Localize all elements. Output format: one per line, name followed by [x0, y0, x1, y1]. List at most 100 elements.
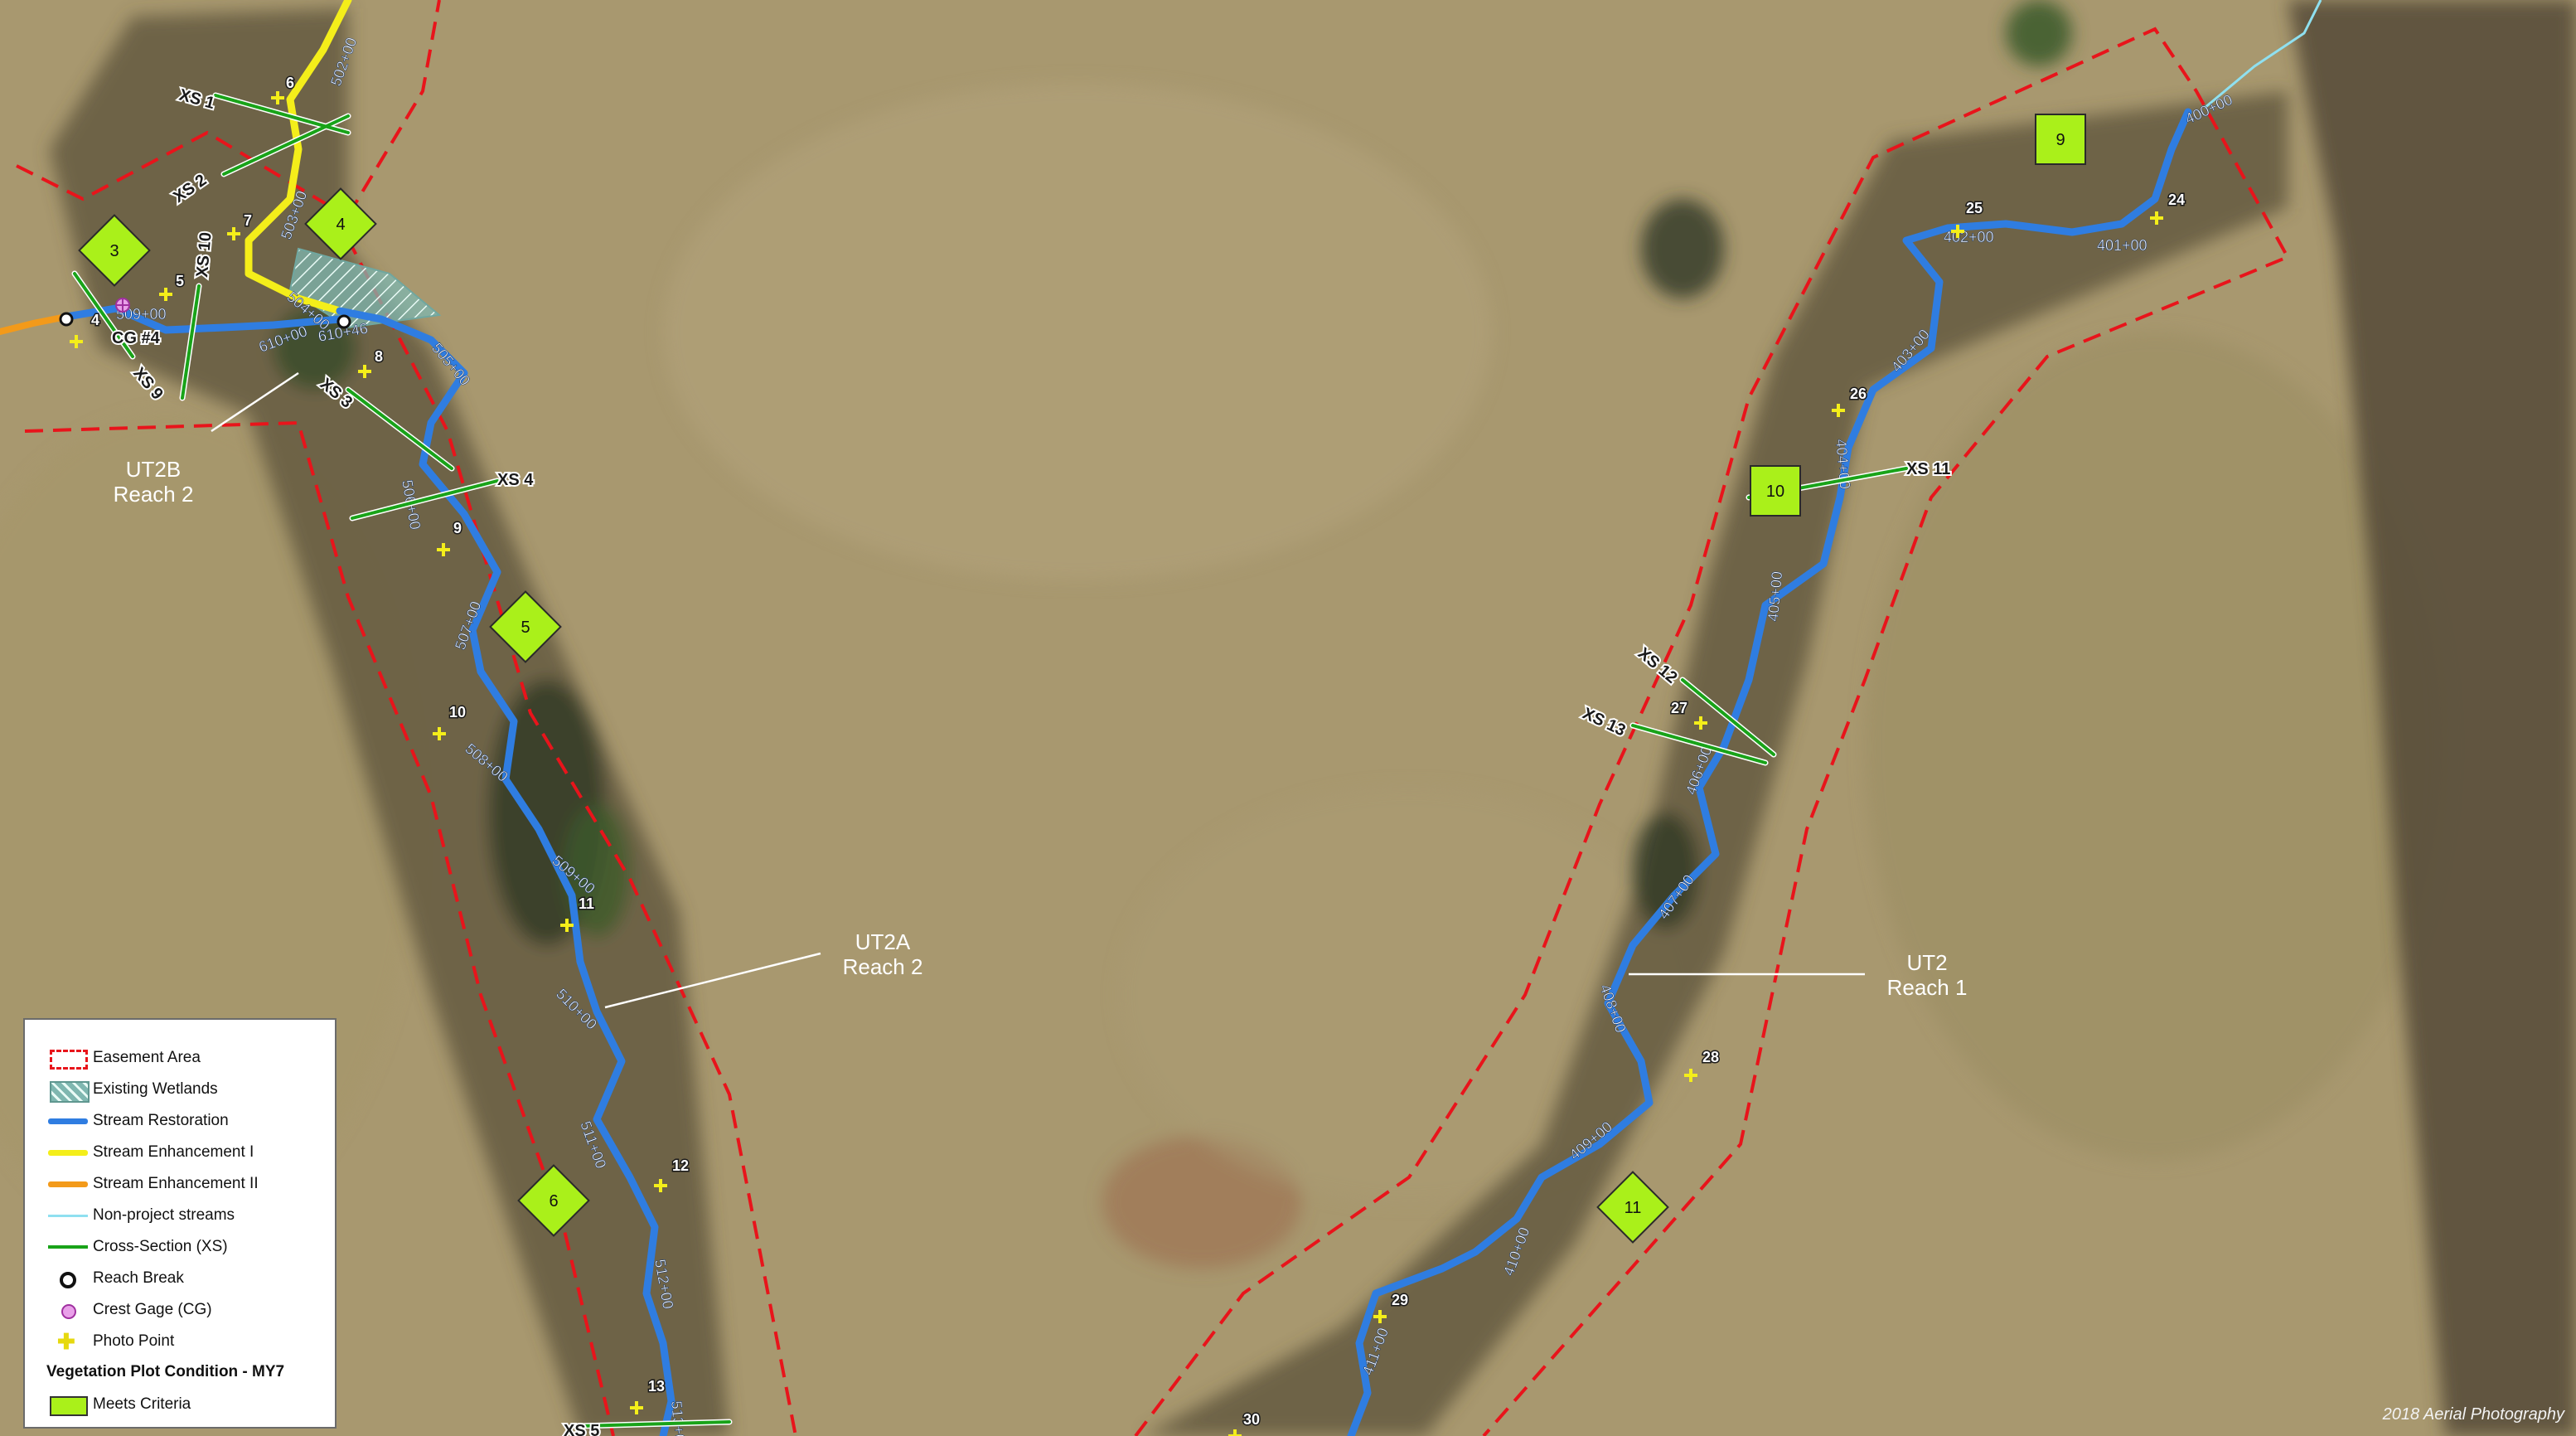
wetlands-symbol — [46, 1078, 90, 1103]
photo-point: 11 — [560, 895, 596, 932]
photo-point-icon — [2150, 211, 2163, 225]
vegetation-plot-box — [517, 1164, 590, 1237]
reach-break-symbol — [46, 1267, 88, 1290]
photo-point-icon — [159, 288, 172, 301]
photo-point-icon — [1951, 225, 1964, 238]
photo-point: 10 — [433, 703, 467, 740]
enhancement-1-symbol — [46, 1141, 88, 1164]
vegetation-plot-label: 3 — [109, 242, 119, 260]
photo-point-icon — [630, 1401, 643, 1414]
station-label: 509+00 — [116, 306, 167, 323]
vegetation-plot: 3 — [78, 214, 151, 287]
legend-item-meets-criteria: Meets Criteria — [46, 1391, 191, 1418]
restoration-symbol — [46, 1109, 88, 1133]
photo-point: 7 — [227, 211, 254, 240]
photo-point-symbol: ✚ — [57, 1329, 75, 1354]
photo-point-label: 7 — [244, 212, 252, 229]
photo-point-icon — [1832, 404, 1845, 417]
photo-point-label: 24 — [2168, 192, 2185, 208]
vegetation-plot-label: 10 — [1766, 483, 1784, 501]
vegetation-plot: 10 — [1750, 465, 1801, 517]
photo-point-icon — [560, 919, 574, 932]
easement-symbol — [46, 1046, 88, 1070]
photo-point: 12 — [654, 1157, 690, 1192]
meets-criteria-symbol — [46, 1393, 88, 1416]
station-label: 513+00 — [668, 1400, 689, 1436]
photo-point-label: 6 — [286, 75, 294, 91]
xs-label: XS 5 — [564, 1422, 599, 1436]
photo-point-label: 27 — [1671, 700, 1687, 716]
vegetation-plot-box — [1750, 465, 1801, 517]
legend-item-cross-section: Cross-Section (XS) — [46, 1234, 228, 1260]
legend-label: Non-project streams — [93, 1206, 235, 1224]
legend-item-enhancement-1: Stream Enhancement I — [46, 1139, 254, 1166]
reach-label-ut2a-name: UT2A — [855, 929, 911, 954]
photo-point: 26 — [1832, 385, 1868, 417]
legend-item-restoration: Stream Restoration — [46, 1108, 229, 1134]
reach-label-ut2a-reach: Reach 2 — [843, 954, 923, 979]
stream-ut2 — [1347, 108, 2192, 1436]
easement-ut2a — [16, 130, 797, 1436]
vegetation-plot-box — [78, 214, 151, 287]
legend-label: Crest Gage (CG) — [93, 1301, 212, 1318]
vegetation-plot-label: 4 — [336, 216, 345, 234]
photo-point: 25 — [1951, 199, 1984, 238]
vegetation-plot-box — [304, 187, 377, 260]
vegetation-plot-box — [2035, 114, 2086, 165]
photo-point-label: 30 — [1243, 1411, 1260, 1428]
crest-gage-symbol — [46, 1298, 88, 1322]
photo-point: 30 — [1228, 1410, 1261, 1436]
photo-point-icon — [1373, 1310, 1387, 1323]
vegetation-plot: 6 — [517, 1164, 590, 1237]
photo-point-label: 10 — [449, 704, 466, 720]
photo-point: 8 — [358, 347, 385, 378]
photo-point-icon — [1694, 716, 1707, 730]
legend-veg-title: Vegetation Plot Condition - MY7 — [46, 1363, 285, 1380]
photo-point-label: 26 — [1850, 386, 1867, 402]
cross-section-symbol — [46, 1235, 88, 1259]
legend-label: Meets Criteria — [93, 1395, 191, 1413]
crest-gage: CG #4 — [110, 298, 162, 349]
non-project-stream — [2204, 0, 2322, 109]
non-project-symbol — [46, 1204, 88, 1227]
xs-label: XS 4 — [497, 471, 534, 489]
field-texture — [0, 83, 2445, 1269]
reach-break — [337, 314, 351, 329]
photo-points: 4 5 6 7 8 9 10 11 12 13 24 25 26 27 28 29 30 — [70, 74, 2186, 1436]
legend-label: Stream Restoration — [93, 1112, 229, 1129]
photo-point: 5 — [159, 272, 186, 301]
photo-point-label: 28 — [1702, 1049, 1719, 1065]
photo-point-icon — [358, 365, 371, 378]
photo-point-label: 29 — [1392, 1292, 1408, 1308]
photo-point-label: 11 — [579, 895, 594, 912]
legend-item-enhancement-2: Stream Enhancement II — [46, 1171, 259, 1197]
map-legend: Easement Area Existing Wetlands Stream R… — [23, 1018, 337, 1429]
easement-ut2 — [1134, 27, 2290, 1436]
vegetation-plot-label: 5 — [521, 619, 530, 637]
reach-label-ut2b-name: UT2B — [126, 457, 181, 482]
photo-point: 29 — [1373, 1291, 1410, 1323]
photo-point-label: 8 — [375, 348, 383, 365]
photo-point-icon — [1684, 1069, 1697, 1082]
vegetation-plot-label: 9 — [2055, 131, 2065, 149]
photo-point: 24 — [2150, 191, 2186, 225]
legend-label: Stream Enhancement II — [93, 1175, 259, 1192]
photo-point: 27 — [1670, 699, 1707, 730]
reach-label-ut2-name: UT2 — [1906, 950, 1947, 975]
photo-point: 9 — [437, 519, 463, 556]
photo-point-icon — [437, 543, 450, 556]
photo-point: 4 — [70, 311, 101, 348]
vegetation-plot: 5 — [489, 590, 562, 663]
stream-enhancement-ii — [0, 313, 70, 335]
photo-point-icon — [271, 91, 284, 104]
vegetation-plots: 3 4 5 6 9 10 11 — [78, 114, 2086, 1244]
legend-item-easement: Easement Area — [46, 1045, 201, 1071]
stream-ut2a — [336, 307, 675, 1436]
legend-label: Existing Wetlands — [93, 1080, 218, 1098]
vegetation-plot-label: 6 — [549, 1192, 558, 1210]
vegetation-plot-label: 11 — [1625, 1199, 1642, 1217]
legend-item-photo-point: ✚ Photo Point — [46, 1328, 174, 1355]
photo-point-label: 13 — [648, 1378, 665, 1395]
easement-ut2a-north — [346, 0, 441, 217]
